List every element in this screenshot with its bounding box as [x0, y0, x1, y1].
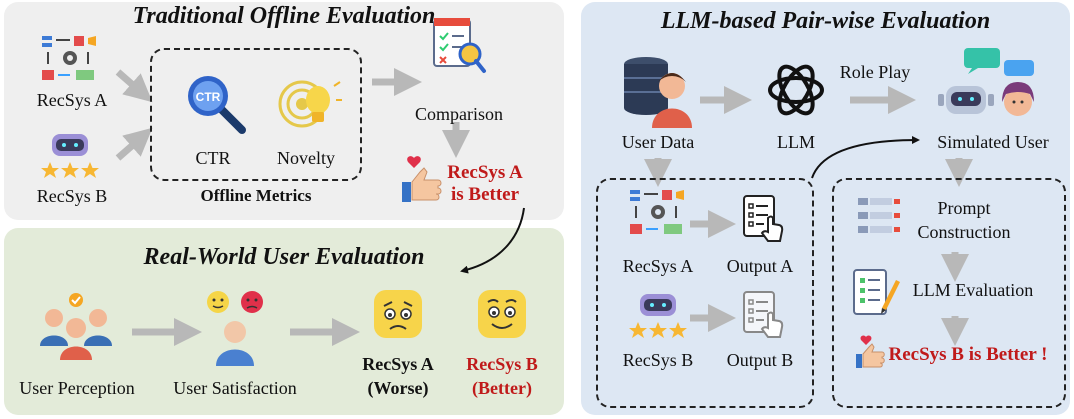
- user-data-icon: [624, 57, 692, 128]
- output-a-document-icon: [743, 195, 784, 242]
- better-verdict-label: (Better): [472, 378, 532, 398]
- arrow-b-to-metrics: [115, 127, 153, 161]
- recsys-b-icon: [41, 134, 99, 178]
- metric-ctr-label: CTR: [195, 148, 231, 168]
- role-play-label: Role Play: [839, 62, 911, 82]
- better-recsys-label: RecSys B: [466, 354, 538, 374]
- connector-result-to-real: [460, 207, 525, 274]
- traditional-title: Traditional Offline Evaluation: [132, 3, 436, 29]
- real-world-title: Real-World User Evaluation: [143, 244, 425, 270]
- recsys-a-icon: [42, 36, 96, 80]
- thumbs-up-icon: [402, 156, 442, 202]
- user-perception-label: User Perception: [19, 378, 135, 398]
- prompt-list-icon: [858, 198, 900, 233]
- offline-metrics-box: [150, 48, 362, 181]
- simulated-user-icon: [938, 48, 1034, 116]
- llm-recsys-b-icon: [629, 294, 687, 338]
- final-thumbs-up-icon: [856, 335, 885, 368]
- evaluation-box: [832, 178, 1066, 408]
- ctr-magnifier-icon: CTR: [188, 76, 246, 134]
- traditional-result-line2: is Better: [450, 184, 520, 205]
- evaluation-checklist-icon: [853, 269, 900, 315]
- offline-metrics-label: Offline Metrics: [200, 186, 312, 205]
- metric-novelty-label: Novelty: [277, 148, 335, 168]
- llm-result-label: RecSys B is Better !: [888, 344, 1048, 365]
- prompt-label-line2: Construction: [917, 222, 1011, 242]
- arrow-a-to-metrics: [115, 69, 153, 103]
- recsys-b-label: RecSys B: [36, 186, 108, 206]
- connector-to-simulated: [811, 136, 920, 179]
- llm-icon: [768, 64, 824, 116]
- comparison-clipboard-icon: [433, 18, 486, 73]
- happy-face-icon: [478, 290, 526, 338]
- user-satisfaction-label: User Satisfaction: [173, 378, 297, 398]
- llm-label: LLM: [777, 132, 815, 152]
- user-satisfaction-icon: [207, 291, 263, 366]
- llm-recsys-a-icon: [630, 190, 684, 234]
- ctr-badge-text: CTR: [196, 90, 221, 104]
- llm-evaluation-label: LLM Evaluation: [912, 280, 1034, 300]
- worse-recsys-label: RecSys A: [362, 354, 434, 374]
- recsys-a-label: RecSys A: [36, 90, 108, 110]
- prompt-label-line1: Prompt: [937, 198, 991, 218]
- llm-recsys-a-label: RecSys A: [622, 256, 694, 276]
- llm-recsys-b-label: RecSys B: [622, 350, 694, 370]
- llm-title: LLM-based Pair-wise Evaluation: [660, 8, 991, 34]
- output-a-label: Output A: [726, 256, 794, 276]
- output-b-label: Output B: [726, 350, 794, 370]
- user-data-label: User Data: [621, 132, 695, 152]
- output-b-document-icon: [743, 291, 784, 338]
- traditional-result-line1: RecSys A: [447, 162, 523, 183]
- recsys-outputs-box: [596, 178, 814, 408]
- comparison-label: Comparison: [415, 104, 503, 124]
- user-group-icon: [40, 293, 112, 360]
- novelty-lightbulb-icon: [278, 80, 342, 128]
- simulated-user-label: Simulated User: [937, 132, 1049, 152]
- worse-verdict-label: (Worse): [367, 378, 429, 398]
- worried-face-icon: [374, 290, 422, 338]
